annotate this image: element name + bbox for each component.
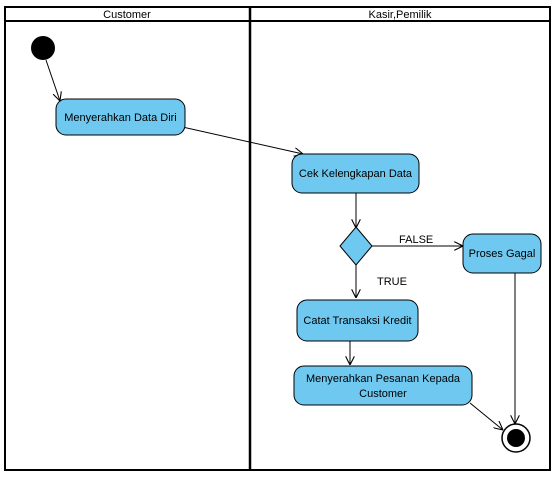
- activity-box: [296, 299, 419, 342]
- activity-label-line-2: Customer: [359, 388, 407, 400]
- lane-title-customer: Customer: [103, 9, 151, 21]
- swimlane-frame: Customer Kasir,Pemilik: [4, 6, 551, 471]
- activity-cek-kelengkapan-data: Cek Kelengkapan Data: [291, 153, 420, 194]
- decision-diamond: [339, 226, 373, 266]
- activity-box: [293, 365, 473, 406]
- activity-menyerahkan-data-diri: Menyerahkan Data Diri: [55, 98, 186, 136]
- final-node-dot: [507, 429, 525, 447]
- activity-menyerahkan-pesanan: Menyerahkan Pesanan Kepada Customer: [293, 365, 473, 406]
- flow-start-to-menyerahkan: [45, 59, 60, 101]
- activity-label: Proses Gagal: [469, 248, 536, 260]
- activity-label-line-1: Menyerahkan Pesanan Kepada: [306, 373, 461, 385]
- activity-proses-gagal: Proses Gagal: [462, 233, 542, 274]
- flow-pesanan-to-final: [469, 402, 503, 430]
- activity-box: [462, 233, 542, 274]
- decision-node: [339, 226, 373, 266]
- control-flows: [45, 59, 515, 430]
- initial-node: [31, 36, 55, 60]
- lane-title-kasir-pemilik: Kasir,Pemilik: [369, 9, 432, 21]
- activity-label: Catat Transaksi Kredit: [303, 315, 411, 327]
- flow-menyerahkan-to-cek: [177, 125, 303, 154]
- activity-label: Menyerahkan Data Diri: [64, 112, 177, 124]
- swimlane-border: [4, 6, 551, 471]
- activity-catat-transaksi-kredit: Catat Transaksi Kredit: [296, 299, 419, 342]
- final-node: [501, 423, 531, 453]
- guard-false-label: FALSE: [399, 234, 433, 246]
- activity-box: [55, 98, 186, 136]
- guard-true-label: TRUE: [377, 276, 407, 288]
- activity-box: [291, 153, 420, 194]
- activity-label: Cek Kelengkapan Data: [299, 168, 413, 180]
